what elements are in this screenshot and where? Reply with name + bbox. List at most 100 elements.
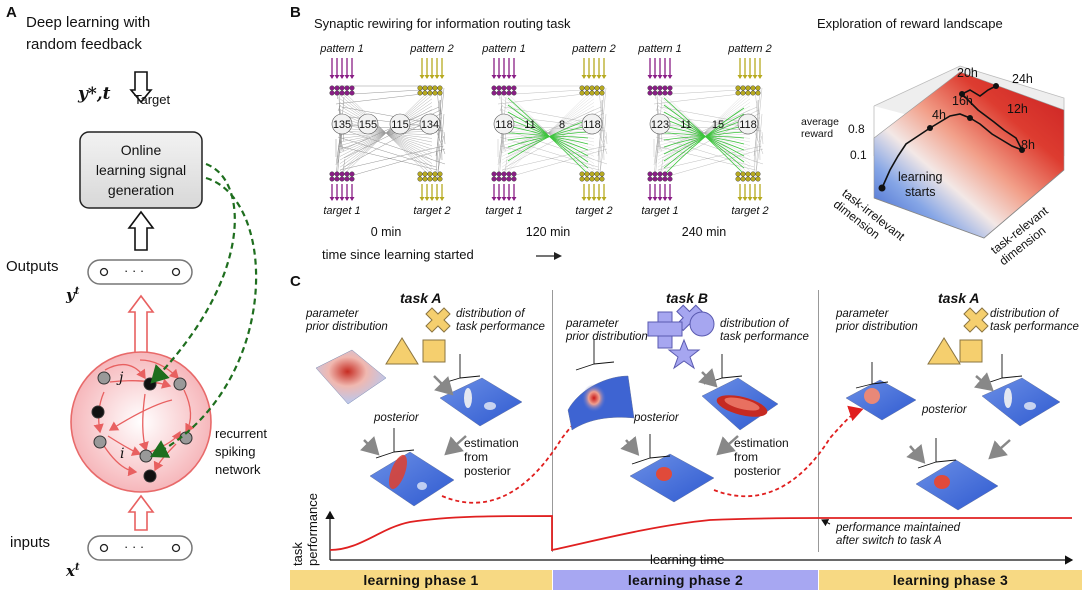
synapse-count: 135 (333, 119, 351, 131)
pattern1-label: pattern 1 (319, 43, 363, 55)
neuron-dot (329, 176, 335, 182)
neuron-dot (329, 90, 335, 96)
phase-separator (818, 290, 819, 552)
neuron-dot (501, 171, 507, 177)
panel-a-title-line1: Deep learning with (26, 14, 151, 31)
neuron-dot (339, 85, 345, 91)
synapse-count: 118 (583, 119, 601, 131)
neuron-dot (584, 171, 590, 177)
neuron-dot (750, 171, 756, 177)
posterior-label-1: posterior (374, 412, 419, 424)
neuron-dot (339, 176, 345, 182)
pattern2-label: pattern 2 (571, 43, 615, 55)
neuron-dot (740, 171, 746, 177)
synapse-count: 118 (495, 119, 513, 131)
neuron-dot (506, 85, 512, 91)
neuron-dot (745, 90, 751, 96)
neuron-dot (735, 85, 741, 91)
neuron (173, 377, 187, 391)
neuron-dot (491, 176, 497, 182)
neuron-dot (594, 90, 600, 96)
neuron-dot (745, 176, 751, 182)
neuron-dot (511, 176, 517, 182)
neuron-dot (750, 85, 756, 91)
panel-c-letter: C (290, 273, 301, 290)
target-arrow (129, 71, 153, 104)
performance-surface (981, 377, 1061, 427)
neuron-dot (417, 85, 423, 91)
network-label-line1: recurrent (215, 426, 268, 441)
neuron-dot (334, 171, 340, 177)
target1-label: target 1 (641, 205, 678, 217)
neuron-dot (647, 85, 653, 91)
neuron-dot (667, 85, 673, 91)
outputs-pill (87, 259, 193, 285)
posterior-label-3: posterior (922, 404, 967, 416)
neuron-dot (506, 90, 512, 96)
performance-x-label: learning time (650, 552, 725, 567)
neuron-dot (427, 176, 433, 182)
neuron-dot (432, 176, 438, 182)
pattern2-label: pattern 2 (727, 43, 771, 55)
neuron-dot (599, 176, 605, 182)
neuron-dot (511, 85, 517, 91)
task-a-label-3: task A (938, 290, 980, 306)
neuron-dot (334, 85, 340, 91)
target1-label: target 1 (323, 205, 360, 217)
neuron-dot (750, 90, 756, 96)
neuron-dot (432, 90, 438, 96)
neuron (97, 371, 111, 385)
neuron-dot (750, 176, 756, 182)
neuron-dot (740, 85, 746, 91)
time-label: 0 min (371, 225, 402, 238)
neuron-dot (647, 90, 653, 96)
neuron-i-label: i (120, 446, 125, 462)
neuron-dot (437, 90, 443, 96)
neuron-dot (652, 85, 658, 91)
task-b-label: task B (666, 290, 709, 306)
z-tick-low: 0.1 (850, 148, 867, 162)
neuron-dot (349, 176, 355, 182)
neuron-dot (422, 85, 428, 91)
target-label: Target (134, 92, 171, 107)
synapse-count: 8 (559, 119, 565, 131)
neuron-dot (417, 171, 423, 177)
neuron-dot (755, 90, 761, 96)
neuron-dot (511, 171, 517, 177)
posterior-surface (629, 453, 715, 503)
neuron-dot (755, 171, 761, 177)
neuron-dot (437, 171, 443, 177)
synapse-count: 134 (421, 119, 439, 131)
neuron-dot (329, 171, 335, 177)
inputs-to-network-arrow (127, 494, 155, 531)
neuron-dot (594, 171, 600, 177)
neuron-dot (657, 176, 663, 182)
inputs-dots: · · · (124, 539, 145, 554)
neuron-dot (594, 85, 600, 91)
neuron-dot (735, 90, 741, 96)
neuron-dot (579, 85, 585, 91)
target2-label: target 2 (413, 205, 450, 217)
neuron (93, 435, 107, 449)
neuron-dot (344, 176, 350, 182)
neuron-dot (579, 176, 585, 182)
neuron-dot (647, 171, 653, 177)
time-axis-label: time since learning started (322, 247, 474, 262)
neuron-dot (657, 90, 663, 96)
neuron-dot (652, 171, 658, 177)
network-to-outputs-arrow (127, 294, 155, 356)
neuron-dot (662, 171, 668, 177)
neuron-dot (427, 171, 433, 177)
performance-surface (439, 377, 523, 427)
neuron-dot (745, 85, 751, 91)
pattern1-label: pattern 1 (481, 43, 525, 55)
neuron-dot (662, 90, 668, 96)
neuron (91, 405, 105, 419)
neuron-dot (427, 90, 433, 96)
neuron-dot (427, 85, 433, 91)
neuron-dot (755, 85, 761, 91)
